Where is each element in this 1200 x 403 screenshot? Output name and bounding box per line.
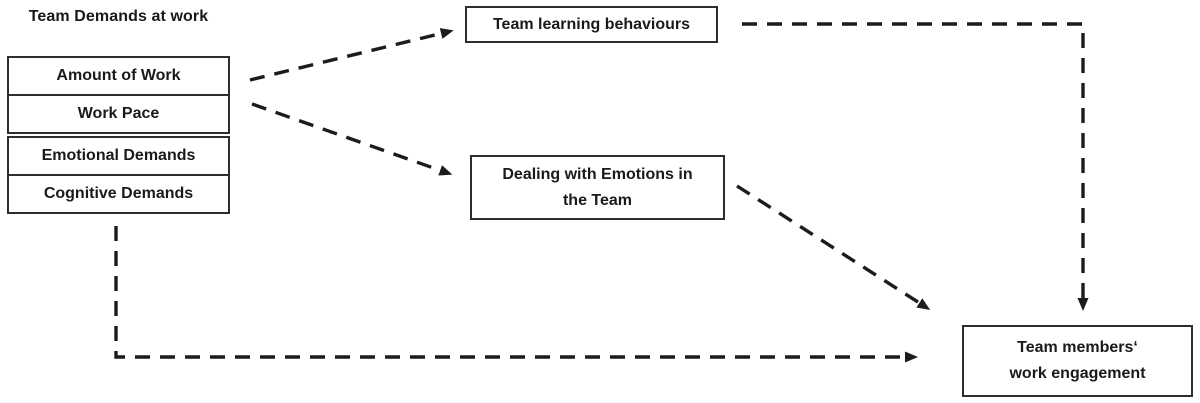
- node-team-demands: Amount of Work Work Pace Emotional Deman…: [7, 56, 230, 214]
- node-team-members-work-engagement: Team members‘ work engagement: [962, 325, 1193, 397]
- demand-row-cognitive-demands: Cognitive Demands: [9, 174, 228, 212]
- demand-row-work-pace: Work Pace: [9, 94, 228, 132]
- arrow-learning-to-engagement: [742, 22, 1089, 311]
- node-team-learning-behaviours: Team learning behaviours: [465, 6, 718, 43]
- arrow-demands-to-learning: [249, 28, 454, 82]
- node-dealing-with-emotions: Dealing with Emotions in the Team: [470, 155, 725, 220]
- demands-subbox-quantitative: Amount of Work Work Pace: [7, 56, 230, 134]
- node-team-members-work-engagement-label: Team members‘ work engagement: [1009, 339, 1146, 382]
- node-team-learning-behaviours-label: Team learning behaviours: [492, 15, 691, 33]
- node-dealing-with-emotions-label: Dealing with Emotions in the Team: [502, 165, 693, 209]
- arrow-emotions-to-engagement: [736, 184, 931, 310]
- demand-row-emotional-demands: Emotional Demands: [41, 147, 196, 164]
- arrow-demands-to-engagement: [114, 226, 918, 363]
- diagram-title: Team Demands at work: [28, 8, 209, 25]
- demands-subbox-qualitative: Emotional Demands Cognitive Demands: [7, 136, 230, 214]
- demand-row-amount-of-work: Amount of Work: [56, 67, 181, 84]
- arrow-demands-to-emotions: [251, 102, 453, 176]
